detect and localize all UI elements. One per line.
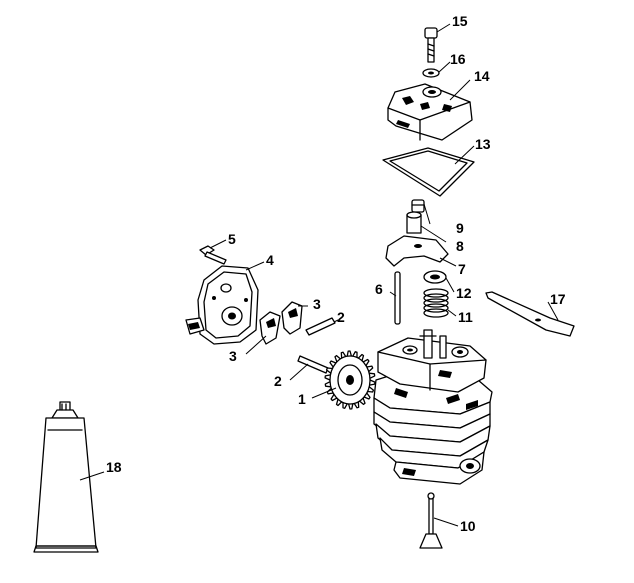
callout-6: 6 <box>375 281 383 297</box>
part-2-pin-lower <box>297 355 329 374</box>
callout-7: 7 <box>458 261 466 277</box>
part-13-gasket <box>382 147 475 197</box>
callout-17: 17 <box>550 291 566 307</box>
callout-1: 1 <box>298 391 306 407</box>
callout-5: 5 <box>228 231 236 247</box>
part-1-camshaft-gear <box>324 350 376 410</box>
callout-15: 15 <box>452 13 468 29</box>
part-11-valve-spring <box>423 288 449 318</box>
part-14-valve-cover <box>387 83 473 141</box>
part-12-spring-retainer <box>423 270 447 284</box>
cylinder-block <box>373 329 493 485</box>
callout-9: 9 <box>456 220 464 236</box>
callout-18: 18 <box>106 459 122 475</box>
part-5-screw <box>199 245 227 265</box>
part-16-washer <box>422 68 440 78</box>
callout-2-upper: 2 <box>337 309 345 325</box>
callout-10: 10 <box>460 518 476 534</box>
part-3-lever-upper <box>281 301 303 335</box>
part-2-pin-upper <box>305 317 336 336</box>
callout-14: 14 <box>474 68 490 84</box>
callout-4: 4 <box>266 252 274 268</box>
part-7-rocker-arm <box>385 235 449 267</box>
part-10-valve <box>419 492 443 549</box>
callout-2-lower: 2 <box>274 373 282 389</box>
part-8-bushing <box>406 211 422 234</box>
callout-labels: 15 16 14 13 9 8 7 12 11 6 17 5 4 3 3 2 2… <box>106 13 566 534</box>
part-9-cap <box>411 199 425 213</box>
callout-8: 8 <box>456 238 464 254</box>
part-17-tool <box>485 291 575 337</box>
part-6-push-rod <box>394 271 401 325</box>
part-3-lever-lower <box>259 311 281 345</box>
callout-11: 11 <box>458 309 473 325</box>
callout-16: 16 <box>450 51 466 67</box>
part-18-grease-tube <box>33 401 99 553</box>
callout-12: 12 <box>456 285 472 301</box>
callout-13: 13 <box>475 136 491 152</box>
part-15-screw <box>424 27 438 63</box>
leader-lines <box>79 23 559 527</box>
callout-3-lower: 3 <box>229 348 237 364</box>
part-4-cover <box>185 265 259 345</box>
callout-3-upper: 3 <box>313 296 321 312</box>
